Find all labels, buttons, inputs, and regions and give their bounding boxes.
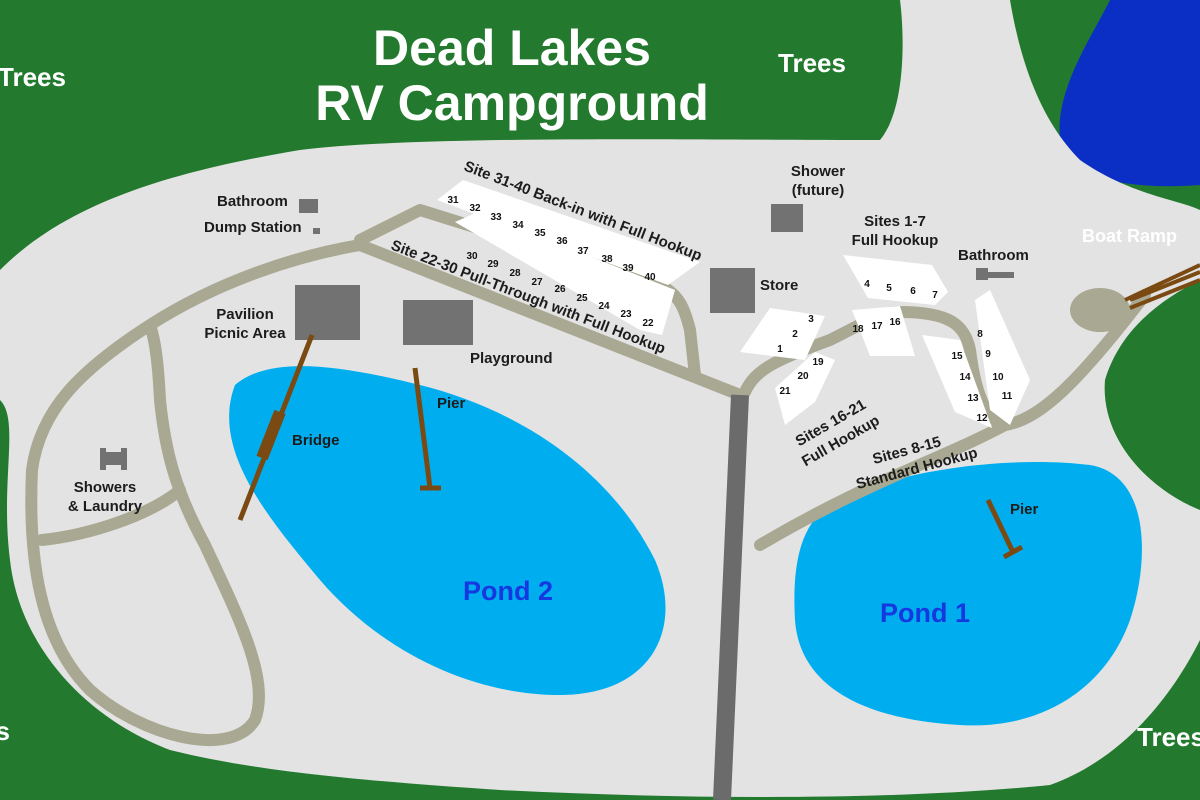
site-25-number: 25 [576, 293, 588, 304]
pier-pond-1 [985, 498, 1024, 560]
boat-ramp-pad [1070, 288, 1130, 332]
site-29-number: 29 [487, 259, 499, 270]
map-title-line2: RV Campground [315, 75, 709, 131]
showers-label: Showers [74, 479, 137, 496]
main-road [354, 239, 746, 401]
shower-future-sublabel: (future) [792, 182, 845, 199]
site-24-number: 24 [598, 301, 610, 312]
laundry-label: & Laundry [68, 498, 143, 515]
lake [1059, 0, 1200, 187]
bathroom-west-label: Bathroom [217, 193, 288, 210]
site-32-number: 32 [469, 203, 481, 214]
site-26-number: 26 [554, 284, 566, 295]
site-38-number: 38 [601, 254, 613, 265]
pad-sites-22-30 [455, 212, 675, 335]
pier-pond1-label: Pier [1010, 501, 1039, 518]
map-title-line1: Dead Lakes [373, 20, 651, 76]
bathroom-building-east [976, 268, 1014, 280]
boat-ramp-icon [1124, 263, 1200, 310]
pier-pond-2 [412, 367, 441, 491]
store-building [710, 268, 755, 313]
site-13-number: 13 [967, 393, 979, 404]
site-30-number: 30 [466, 251, 478, 262]
site-27-number: 27 [531, 277, 543, 288]
site-10-number: 10 [992, 372, 1004, 383]
pond-2 [229, 366, 666, 695]
main-entrance-road [713, 394, 749, 800]
bathroom-east-label: Bathroom [958, 247, 1029, 264]
site-17-number: 17 [871, 321, 883, 332]
site-36-number: 36 [556, 236, 568, 247]
left-loop-road [25, 239, 366, 746]
bridge-icon [256, 409, 286, 461]
pad-sites-16-18 [852, 306, 915, 356]
site-2-number: 2 [792, 329, 798, 340]
site-33-number: 33 [490, 212, 502, 223]
site-40-number: 40 [644, 272, 656, 283]
boat-ramp-label: Boat Ramp [1082, 226, 1177, 246]
site-9-number: 9 [985, 349, 991, 360]
site-5-number: 5 [886, 283, 892, 294]
site-pads [437, 180, 1030, 428]
site-23-number: 23 [620, 309, 632, 320]
pond-1 [794, 461, 1142, 726]
site-4-number: 4 [864, 279, 870, 290]
store-label: Store [760, 277, 798, 294]
playground-label: Playground [470, 350, 553, 367]
site-8-number: 8 [977, 329, 983, 340]
site-11-number: 11 [1002, 391, 1013, 402]
pond-1-label: Pond 1 [880, 598, 970, 628]
site-37-number: 37 [577, 246, 589, 257]
site-18-number: 18 [852, 324, 864, 335]
site-28-number: 28 [509, 268, 521, 279]
east-loop-road [739, 289, 1151, 431]
site-12-number: 12 [976, 413, 988, 424]
dump-station-label: Dump Station [204, 219, 302, 236]
laundry-building-icon [100, 448, 127, 470]
site-14-number: 14 [959, 372, 971, 383]
pad-sites-12-15 [922, 335, 992, 428]
site-21-number: 21 [779, 386, 791, 397]
site-1-number: 1 [777, 344, 783, 355]
trees-label-sw: Trees [0, 716, 10, 746]
sites-1-7-label: Sites 1-7 [864, 213, 926, 230]
pond1-road [754, 419, 1011, 551]
site-3-number: 3 [808, 314, 814, 325]
playground-area [403, 300, 473, 345]
site-39-number: 39 [622, 263, 634, 274]
site-6-number: 6 [910, 286, 916, 297]
site-16-number: 16 [889, 317, 901, 328]
site-34-number: 34 [512, 220, 524, 231]
site-19-number: 19 [812, 357, 824, 368]
sites-1-7-sublabel: Full Hookup [852, 232, 939, 249]
site-31-number: 31 [447, 195, 459, 206]
pad-sites-31-40 [437, 180, 700, 285]
site-15-number: 15 [951, 351, 963, 362]
trees-label-nw: Trees [0, 62, 66, 92]
bathroom-building-west [299, 199, 318, 213]
site-35-number: 35 [534, 228, 546, 239]
dump-station-marker [313, 228, 320, 234]
pad-sites-19-21 [775, 352, 835, 425]
pier-pond2-label: Pier [437, 395, 466, 412]
pavilion-building [295, 285, 360, 340]
pavilion-label: Pavilion [216, 306, 274, 323]
trees-label-n: Trees [778, 48, 846, 78]
pond-2-label: Pond 2 [463, 576, 553, 606]
pad-sites-1-3 [740, 308, 825, 360]
bridge-label: Bridge [292, 432, 340, 449]
trees-label-se: Trees [1137, 722, 1200, 752]
site-22-number: 22 [642, 318, 654, 329]
shower-future-building [771, 204, 803, 232]
pad-sites-8-11 [975, 290, 1030, 425]
laundry-connector-road [36, 484, 186, 546]
shower-future-label: Shower [791, 163, 845, 180]
site-20-number: 20 [797, 371, 809, 382]
pad-sites-4-7 [843, 255, 948, 305]
picnic-area-label: Picnic Area [204, 325, 286, 342]
site-7-number: 7 [932, 290, 938, 301]
